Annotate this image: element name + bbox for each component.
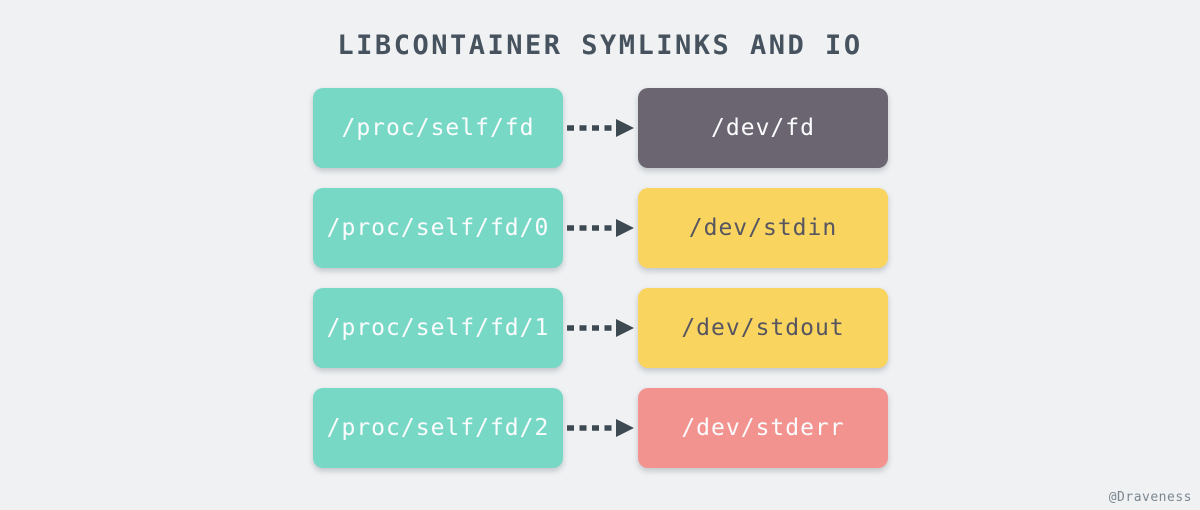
source-label: /proc/self/fd/1 bbox=[326, 315, 550, 341]
symlink-row: /proc/self/fd/1 /dev/stdout bbox=[0, 288, 1200, 368]
target-box: /dev/stdin bbox=[638, 188, 888, 268]
source-label: /proc/self/fd/0 bbox=[326, 215, 550, 241]
page-title: LIBCONTAINER SYMLINKS AND IO bbox=[337, 30, 863, 61]
dashed-right-arrow-icon bbox=[567, 219, 634, 237]
source-label: /proc/self/fd/2 bbox=[326, 415, 550, 441]
source-box: /proc/self/fd/2 bbox=[313, 388, 563, 468]
symlink-row: /proc/self/fd/2 /dev/stderr bbox=[0, 388, 1200, 468]
target-label: /dev/stdin bbox=[688, 215, 838, 241]
source-box: /proc/self/fd/0 bbox=[313, 188, 563, 268]
diagram-rows: /proc/self/fd /dev/fd /proc/self/fd/0 /d… bbox=[0, 88, 1200, 468]
watermark: @Draveness bbox=[1108, 490, 1192, 505]
symlink-row: /proc/self/fd/0 /dev/stdin bbox=[0, 188, 1200, 268]
source-box: /proc/self/fd/1 bbox=[313, 288, 563, 368]
symlink-row: /proc/self/fd /dev/fd bbox=[0, 88, 1200, 168]
dashed-right-arrow-icon bbox=[567, 419, 634, 437]
dashed-right-arrow-icon bbox=[567, 319, 634, 337]
target-label: /dev/stderr bbox=[681, 415, 845, 441]
target-label: /dev/stdout bbox=[681, 315, 845, 341]
target-box: /dev/stdout bbox=[638, 288, 888, 368]
source-label: /proc/self/fd bbox=[341, 115, 535, 141]
target-label: /dev/fd bbox=[711, 115, 815, 141]
dashed-right-arrow-icon bbox=[567, 119, 634, 137]
target-box: /dev/stderr bbox=[638, 388, 888, 468]
source-box: /proc/self/fd bbox=[313, 88, 563, 168]
target-box: /dev/fd bbox=[638, 88, 888, 168]
